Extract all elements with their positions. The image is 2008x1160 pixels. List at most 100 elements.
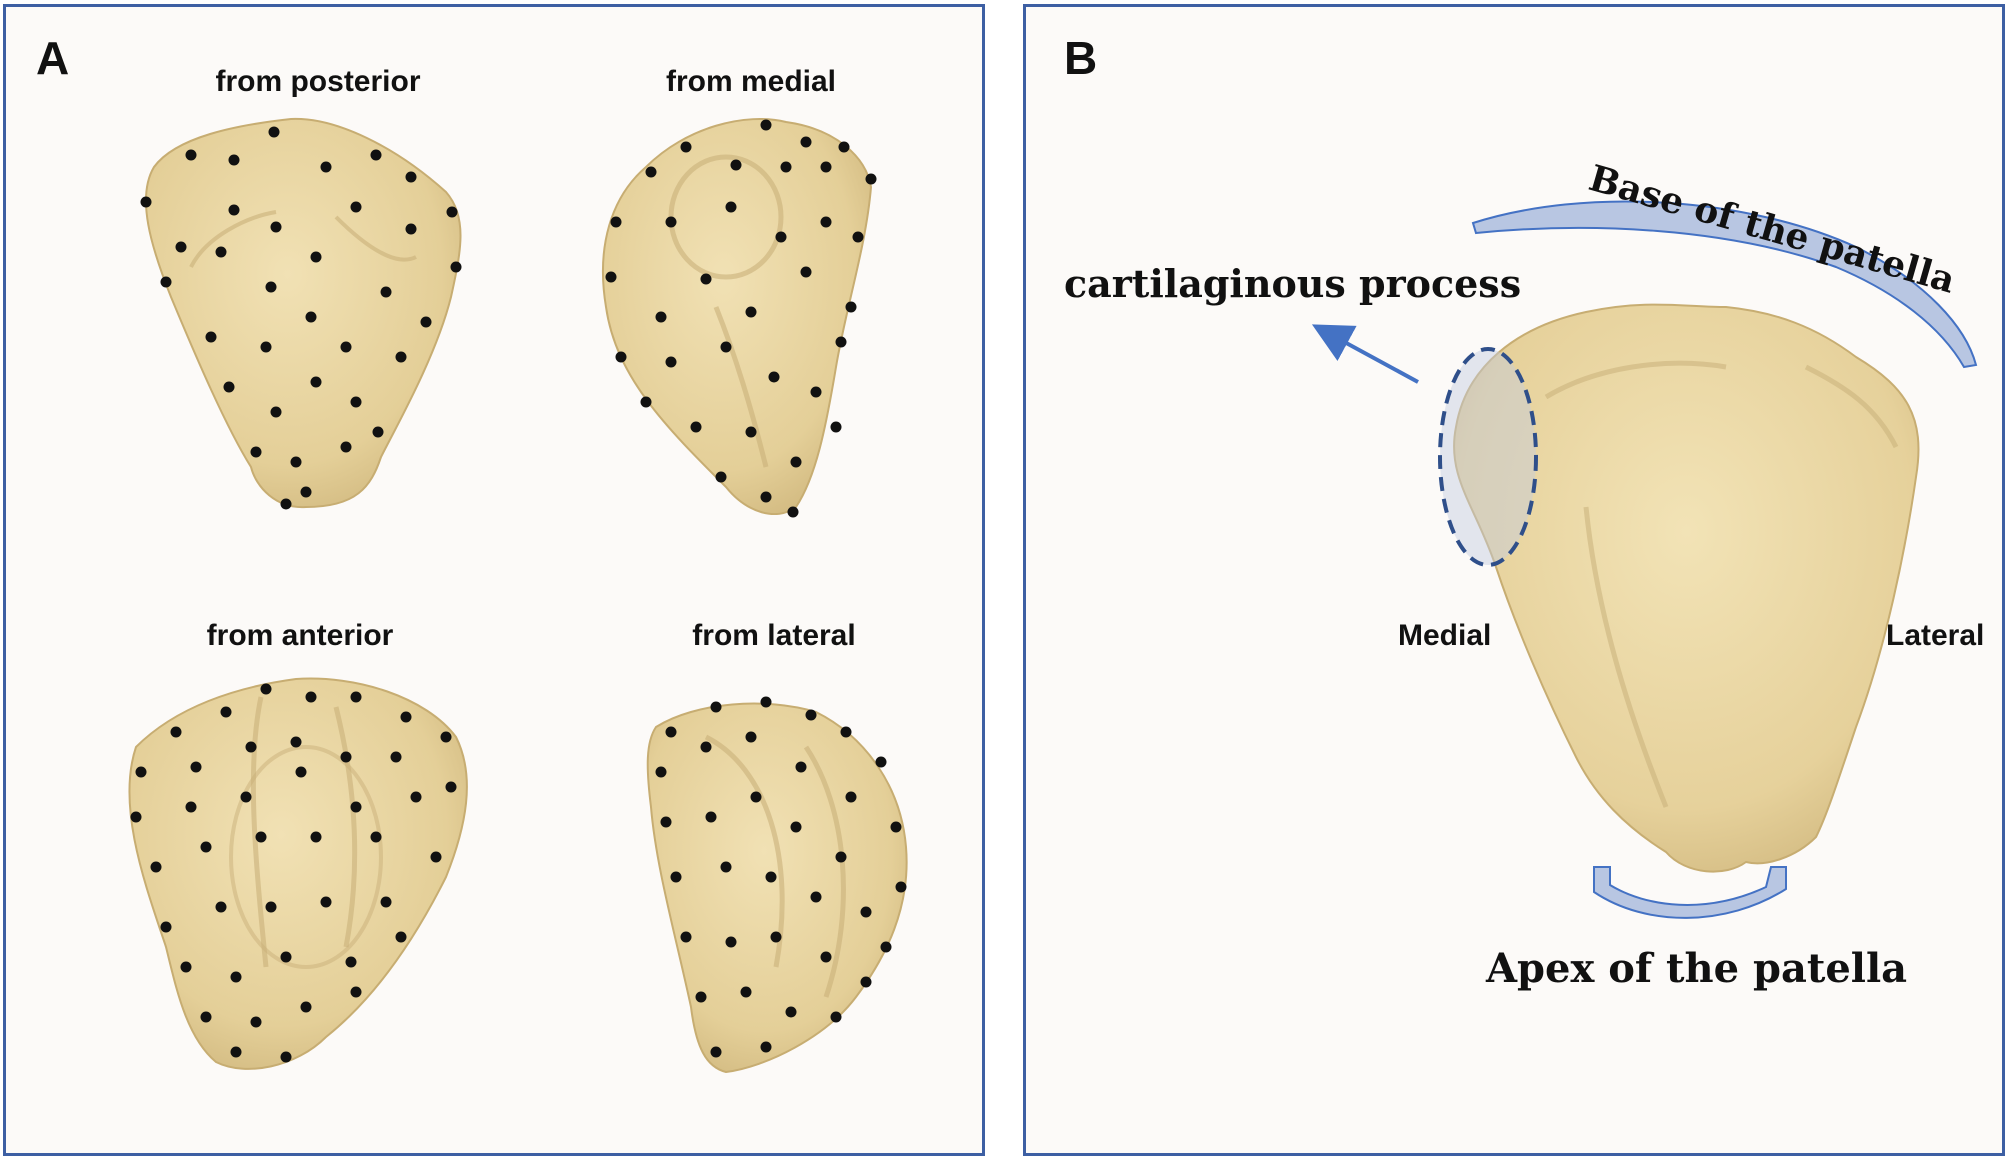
landmark-dot	[645, 166, 657, 178]
landmark-dot	[380, 896, 392, 908]
landmark-dot	[768, 371, 780, 383]
landmark-dot	[670, 871, 682, 883]
landmark-dot	[820, 951, 832, 963]
landmark-dot	[810, 891, 822, 903]
landmark-dot	[270, 406, 282, 418]
landmark-dot	[228, 204, 240, 216]
panel-a-figures	[128, 117, 908, 1074]
landmark-dot	[265, 281, 277, 293]
landmark-dot	[390, 751, 402, 763]
landmark-dot	[410, 791, 422, 803]
landmark-dot	[200, 1011, 212, 1023]
landmark-dot	[640, 396, 652, 408]
landmark-dot	[830, 421, 842, 433]
landmark-dot	[835, 336, 847, 348]
landmark-dot	[710, 701, 722, 713]
landmark-dot	[700, 741, 712, 753]
landmark-dot	[220, 706, 232, 718]
apex-of-patella-label: Apex of the patella	[1486, 945, 1908, 992]
landmark-dot	[370, 149, 382, 161]
landmark-dot	[615, 351, 627, 363]
landmark-dot	[805, 709, 817, 721]
landmark-dot	[230, 971, 242, 983]
landmark-dot	[838, 141, 850, 153]
landmark-dot	[350, 201, 362, 213]
landmark-dot	[310, 831, 322, 843]
panel-a-letter: A	[36, 32, 70, 84]
cartilaginous-process-outline	[1438, 347, 1538, 567]
landmark-dot	[605, 271, 617, 283]
landmark-dot	[270, 221, 282, 233]
landmark-dot	[790, 821, 802, 833]
landmark-dot	[240, 791, 252, 803]
landmark-dot	[280, 951, 292, 963]
patella-medial-view	[602, 118, 877, 518]
landmark-dot	[310, 251, 322, 263]
patella-anterior-view	[128, 677, 468, 1070]
landmark-dot	[785, 1006, 797, 1018]
panel-b-figure	[1311, 200, 1978, 919]
landmark-dot	[865, 173, 877, 185]
landmark-dot	[760, 491, 772, 503]
landmark-dot	[820, 216, 832, 228]
landmark-dot	[610, 216, 622, 228]
landmark-dot	[180, 961, 192, 973]
landmark-dot	[840, 726, 852, 738]
landmark-dot	[420, 316, 432, 328]
landmark-dot	[760, 696, 772, 708]
landmark-dot	[260, 341, 272, 353]
landmark-dot	[660, 816, 672, 828]
landmark-dot	[250, 1016, 262, 1028]
landmark-dot	[820, 161, 832, 173]
landmark-dot	[665, 216, 677, 228]
landmark-dot	[665, 356, 677, 368]
landmark-dot	[852, 231, 864, 243]
landmark-dot	[228, 154, 240, 166]
landmark-dot	[800, 136, 812, 148]
landmark-dot	[305, 691, 317, 703]
landmark-dot	[445, 781, 457, 793]
patella-large-shape	[1453, 303, 1920, 873]
lateral-landmarks	[655, 696, 907, 1058]
landmark-dot	[655, 311, 667, 323]
landmark-dot	[215, 246, 227, 258]
landmark-dot	[860, 976, 872, 988]
landmark-dot	[860, 906, 872, 918]
landmark-dot	[380, 286, 392, 298]
cartilaginous-process-label: cartilaginous process	[1064, 261, 1522, 306]
landmark-dot	[280, 1051, 292, 1063]
patella-posterior-view	[140, 117, 462, 510]
label-from-anterior: from anterior	[206, 619, 394, 652]
landmark-dot	[745, 731, 757, 743]
landmark-dot	[890, 821, 902, 833]
landmark-dot	[895, 881, 907, 893]
landmark-dot	[310, 376, 322, 388]
landmark-dot	[300, 486, 312, 498]
landmark-dot	[775, 231, 787, 243]
landmark-dot	[810, 386, 822, 398]
landmark-dot	[350, 801, 362, 813]
landmark-dot	[440, 731, 452, 743]
landmark-dot	[705, 811, 717, 823]
landmark-dot	[230, 1046, 242, 1058]
landmark-dot	[430, 851, 442, 863]
landmark-dot	[175, 241, 187, 253]
landmark-dot	[765, 871, 777, 883]
landmark-dot	[720, 341, 732, 353]
patella-lateral-shape	[646, 702, 908, 1074]
landmark-dot	[780, 161, 792, 173]
landmark-dot	[845, 301, 857, 313]
landmark-dot	[350, 691, 362, 703]
medial-landmarks	[605, 119, 877, 518]
apex-bracket	[1593, 866, 1787, 919]
landmark-dot	[215, 901, 227, 913]
landmark-dot	[830, 1011, 842, 1023]
landmark-dot	[715, 471, 727, 483]
patella-anterior-shape	[128, 677, 468, 1070]
patella-posterior-shape	[144, 117, 462, 509]
landmark-dot	[680, 931, 692, 943]
landmark-dot	[185, 801, 197, 813]
landmark-dot	[745, 426, 757, 438]
landmark-dot	[320, 896, 332, 908]
landmark-dot	[170, 726, 182, 738]
